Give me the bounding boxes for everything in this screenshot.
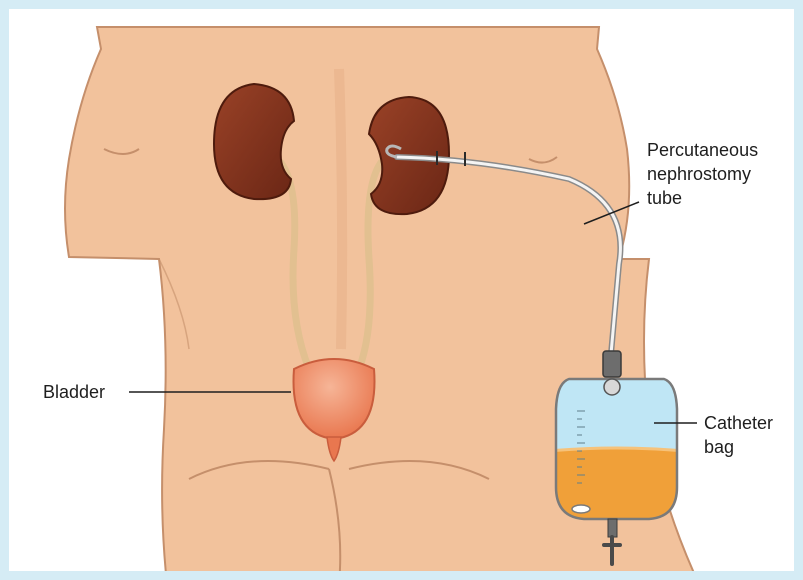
bag-label-line-2: bag: [704, 437, 734, 457]
tube-label-line-3: tube: [647, 188, 682, 208]
nephrostomy-diagram: Percutaneous nephrostomy tube Bladder Ca…: [9, 9, 803, 580]
bag-inlet-ring: [604, 379, 620, 395]
drain-valve: [608, 519, 617, 537]
bladder-label: Bladder: [43, 382, 105, 402]
bag-urine-fill: [549, 449, 684, 524]
bag-connector: [603, 351, 621, 377]
left-kidney: [214, 84, 294, 199]
tube-label-line-2: nephrostomy: [647, 164, 751, 184]
bag-label-line-1: Catheter: [704, 413, 773, 433]
spine-shadow: [339, 69, 342, 349]
bag-hanger-hole: [572, 505, 590, 513]
tube-label-line-1: Percutaneous: [647, 140, 758, 160]
